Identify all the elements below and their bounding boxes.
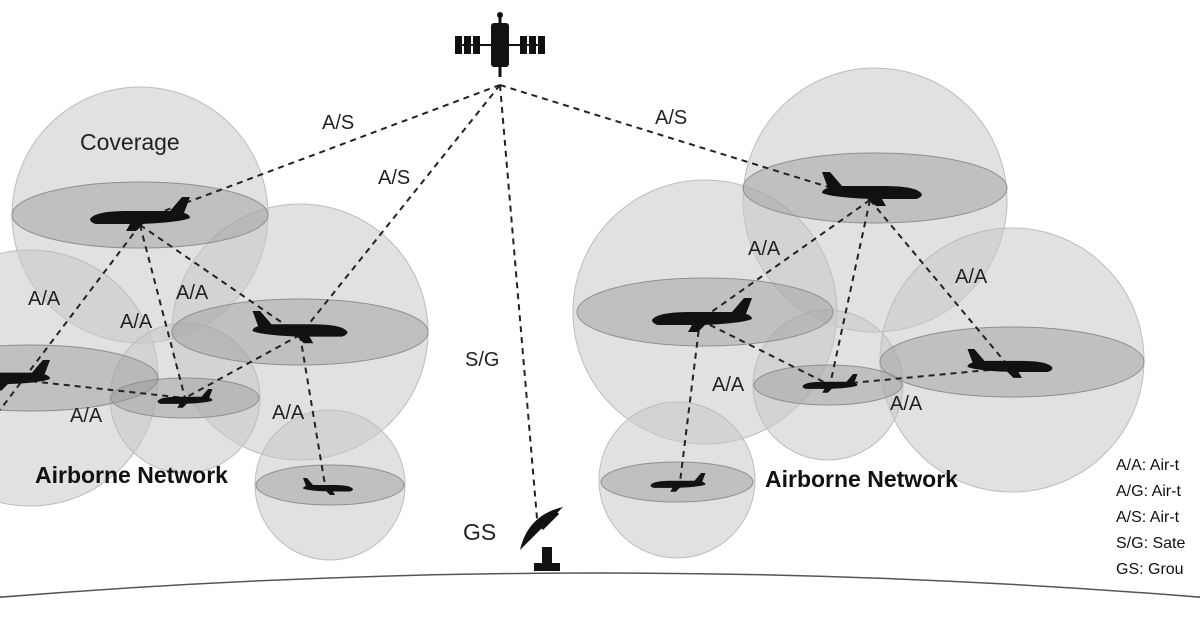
communication-links [0,84,1011,531]
link-air-air [679,319,701,483]
ground-station-icon [520,507,563,571]
link-air-air [699,199,871,321]
coverage-sphere [598,401,756,559]
link-label-a-a: A/A [70,405,103,427]
legend-item: S/G: Sate [1116,535,1185,552]
link-air-air [829,199,871,386]
link-air-air [0,224,141,411]
satellite-icon [455,12,545,77]
link-label-a-a: A/A [748,238,781,260]
link-label-a-a: A/A [272,402,305,424]
link-air-air [139,224,186,399]
coverage-label: Coverage [80,129,180,155]
link-label-a-s: A/S [322,112,354,134]
link-label-a-a: A/A [890,393,923,415]
legend-item: A/G: Air-t [1116,483,1181,500]
link-label-a-a: A/A [712,374,745,396]
link-air-air [299,334,326,486]
legend: A/A: Air-t A/G: Air-t A/S: Air-t S/G: Sa… [1116,457,1185,578]
link-label-a-s: A/S [378,167,410,189]
link-satellite-ground [499,84,539,531]
ground-station-label: GS [463,519,496,545]
link-air-satellite [299,84,501,336]
link-air-air [19,379,186,399]
coverage-disk [0,344,159,412]
legend-item: GS: Grou [1116,561,1184,578]
legend-item: A/S: Air-t [1116,509,1180,526]
legend-item: A/A: Air-t [1116,457,1180,474]
link-label-a-a: A/A [28,288,61,310]
link-air-air [869,199,1011,369]
link-label-a-a: A/A [176,282,209,304]
link-label-s-g: S/G [465,349,499,371]
link-air-air [699,319,831,386]
network-label-left: Airborne Network [35,462,228,488]
link-label-a-a: A/A [120,311,153,333]
link-label-a-a: A/A [955,266,988,288]
earth-surface [0,572,1200,598]
link-label-a-s: A/S [655,107,687,129]
link-air-air [829,367,1011,386]
network-label-right: Airborne Network [765,466,958,492]
link-air-satellite [499,84,871,201]
labels: Coverage A/S A/S A/S S/G A/A A/A A/A A/A… [28,107,988,545]
link-air-satellite [139,84,501,221]
